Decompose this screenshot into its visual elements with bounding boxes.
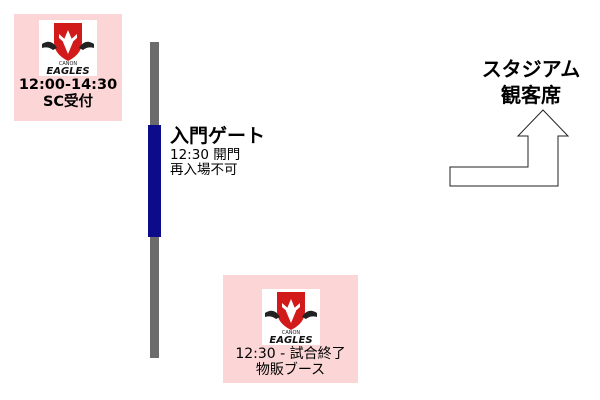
sc-reception-label: SC受付 [42,94,94,110]
gate-label: 入門ゲート 12:30 開門 再入場不可 [170,124,265,178]
gate-reentry-note: 再入場不可 [170,162,238,178]
merchandise-booth: CANON EAGLES 12:30 - 試合終了 物販ブース [223,275,358,383]
stadium-line2: 観客席 [501,83,561,107]
svg-text:CANON: CANON [59,61,78,67]
sc-reception-booth: CANON EAGLES 12:00-14:30 SC受付 [14,14,122,121]
direction-arrow-icon [449,109,570,187]
sc-reception-text: 12:00-14:30 SC受付 [19,77,117,111]
merchandise-label: 物販ブース [255,362,326,378]
canon-eagles-logo: CANON EAGLES [39,20,97,76]
svg-text:EAGLES: EAGLES [269,335,312,345]
canon-eagles-logo: CANON EAGLES [261,289,320,345]
entrance-gate [148,125,161,237]
merchandise-text: 12:30 - 試合終了 物販ブース [235,346,345,378]
sc-reception-time: 12:00-14:30 [18,77,118,93]
gate-title: 入門ゲート [170,125,266,147]
svg-text:CANON: CANON [281,330,300,336]
merchandise-time: 12:30 - 試合終了 [235,346,346,362]
svg-text:EAGLES: EAGLES [46,66,89,76]
stadium-seats-label: スタジアム 観客席 [466,56,596,108]
stadium-line1: スタジアム [481,57,581,81]
gate-open-time: 12:30 開門 [170,147,241,163]
